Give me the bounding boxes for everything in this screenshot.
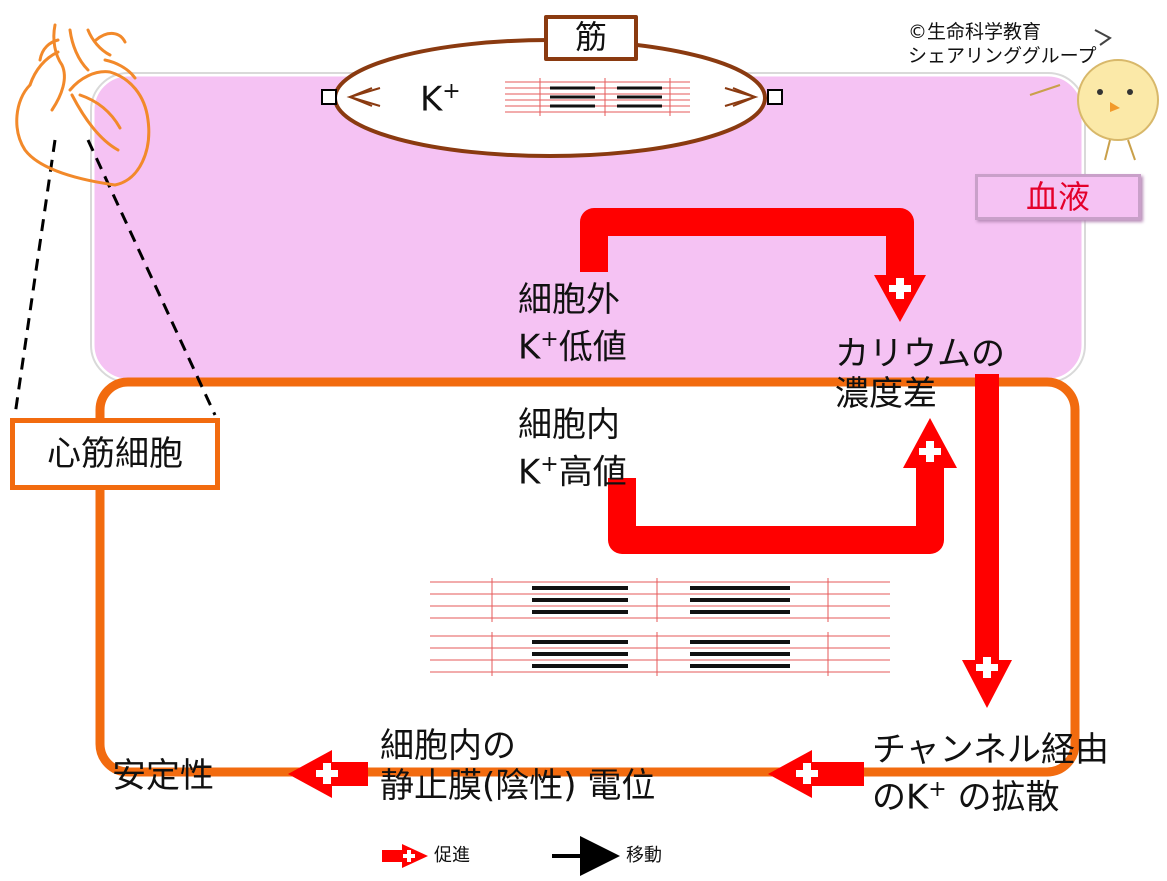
arrow-potential-to-stability: [288, 750, 368, 798]
promote-plus-icon: [889, 278, 911, 299]
k-superscript: +: [540, 327, 559, 352]
potential-label: 細胞内の 静止膜(陰性) 電位: [380, 726, 655, 806]
muscle-k-ion-label: K+: [420, 72, 461, 119]
chick-mascot-icon: [1029, 29, 1159, 161]
legend-move-text: 移動: [626, 845, 662, 866]
promote-plus-icon: [919, 441, 941, 462]
intracellular-label: 細胞内 K+高値: [518, 405, 627, 492]
extracellular-level: 低値: [558, 327, 627, 368]
zoom-line-left: [13, 139, 57, 416]
extracellular-label: 細胞外 K+低値: [518, 280, 627, 367]
muscle-label-box: 筋: [544, 15, 638, 61]
diffusion-line-1: チャンネル経由: [872, 730, 1109, 770]
diffusion-label: チャンネル経由 のK+ の拡散: [872, 730, 1109, 817]
gradient-label: カリウムの 濃度差: [835, 334, 1005, 414]
stability-text: 安定性: [112, 756, 214, 796]
arrow-diffusion-to-potential: [768, 750, 864, 798]
gradient-line-2: 濃度差: [835, 374, 937, 414]
cardiomyocyte-label-box: 心筋細胞: [10, 418, 220, 490]
k-symbol: K: [518, 327, 541, 368]
potential-line-1: 細胞内の: [380, 726, 516, 766]
heart-outline-icon: [15, 23, 151, 187]
cardiomyocyte-membrane: [95, 377, 1080, 777]
credit-line-2: シェアリンググループ: [908, 45, 1097, 67]
diffusion-rest: の拡散: [946, 777, 1060, 818]
k-symbol: K: [518, 452, 541, 493]
intracellular-level: 高値: [558, 452, 627, 493]
muscle-label: 筋: [574, 18, 607, 56]
blood-label: 血液: [1025, 178, 1090, 216]
promote-plus-icon: [316, 763, 338, 784]
promote-plus-icon: [976, 657, 998, 678]
potential-line-2: 静止膜(陰性) 電位: [380, 766, 656, 806]
credit-line-1: ©生命科学教育: [908, 21, 1042, 43]
intracellular-line-2: K+高値: [518, 445, 627, 492]
credit-text: ©生命科学教育 シェアリンググループ: [908, 20, 1096, 68]
intracellular-line-1: 細胞内: [518, 405, 620, 445]
diffusion-line-2: のK+ の拡散: [872, 770, 1109, 817]
legend-move: 移動: [626, 845, 662, 867]
extracellular-line-2: K+低値: [518, 320, 627, 367]
k-superscript: +: [442, 79, 461, 104]
k-superscript: +: [540, 452, 559, 477]
extracellular-line-1: 細胞外: [518, 280, 620, 320]
promote-plus-icon: [796, 763, 818, 784]
cardiomyocyte-label: 心筋細胞: [47, 434, 183, 474]
blood-label-box: 血液: [975, 174, 1141, 220]
stability-label: 安定性: [112, 756, 214, 796]
diffusion-k: のK: [872, 777, 929, 818]
muscle-chevrons: [346, 87, 759, 107]
legend-promote: 促進: [434, 845, 470, 867]
arrow-extracellular-to-gradient: [580, 208, 926, 322]
arrow-gradient-to-diffusion: [962, 374, 1012, 708]
k-symbol: K: [420, 79, 443, 120]
zoom-line-right: [86, 139, 217, 416]
promote-arrow-icon: [382, 844, 428, 868]
k-superscript: +: [928, 777, 947, 802]
muscle-sarcomere-small: [505, 78, 690, 116]
gradient-line-1: カリウムの: [835, 334, 1005, 374]
arrow-intracellular-to-gradient: [608, 418, 957, 554]
cell-sarcomere: [430, 578, 890, 676]
legend-promote-text: 促進: [434, 845, 470, 866]
